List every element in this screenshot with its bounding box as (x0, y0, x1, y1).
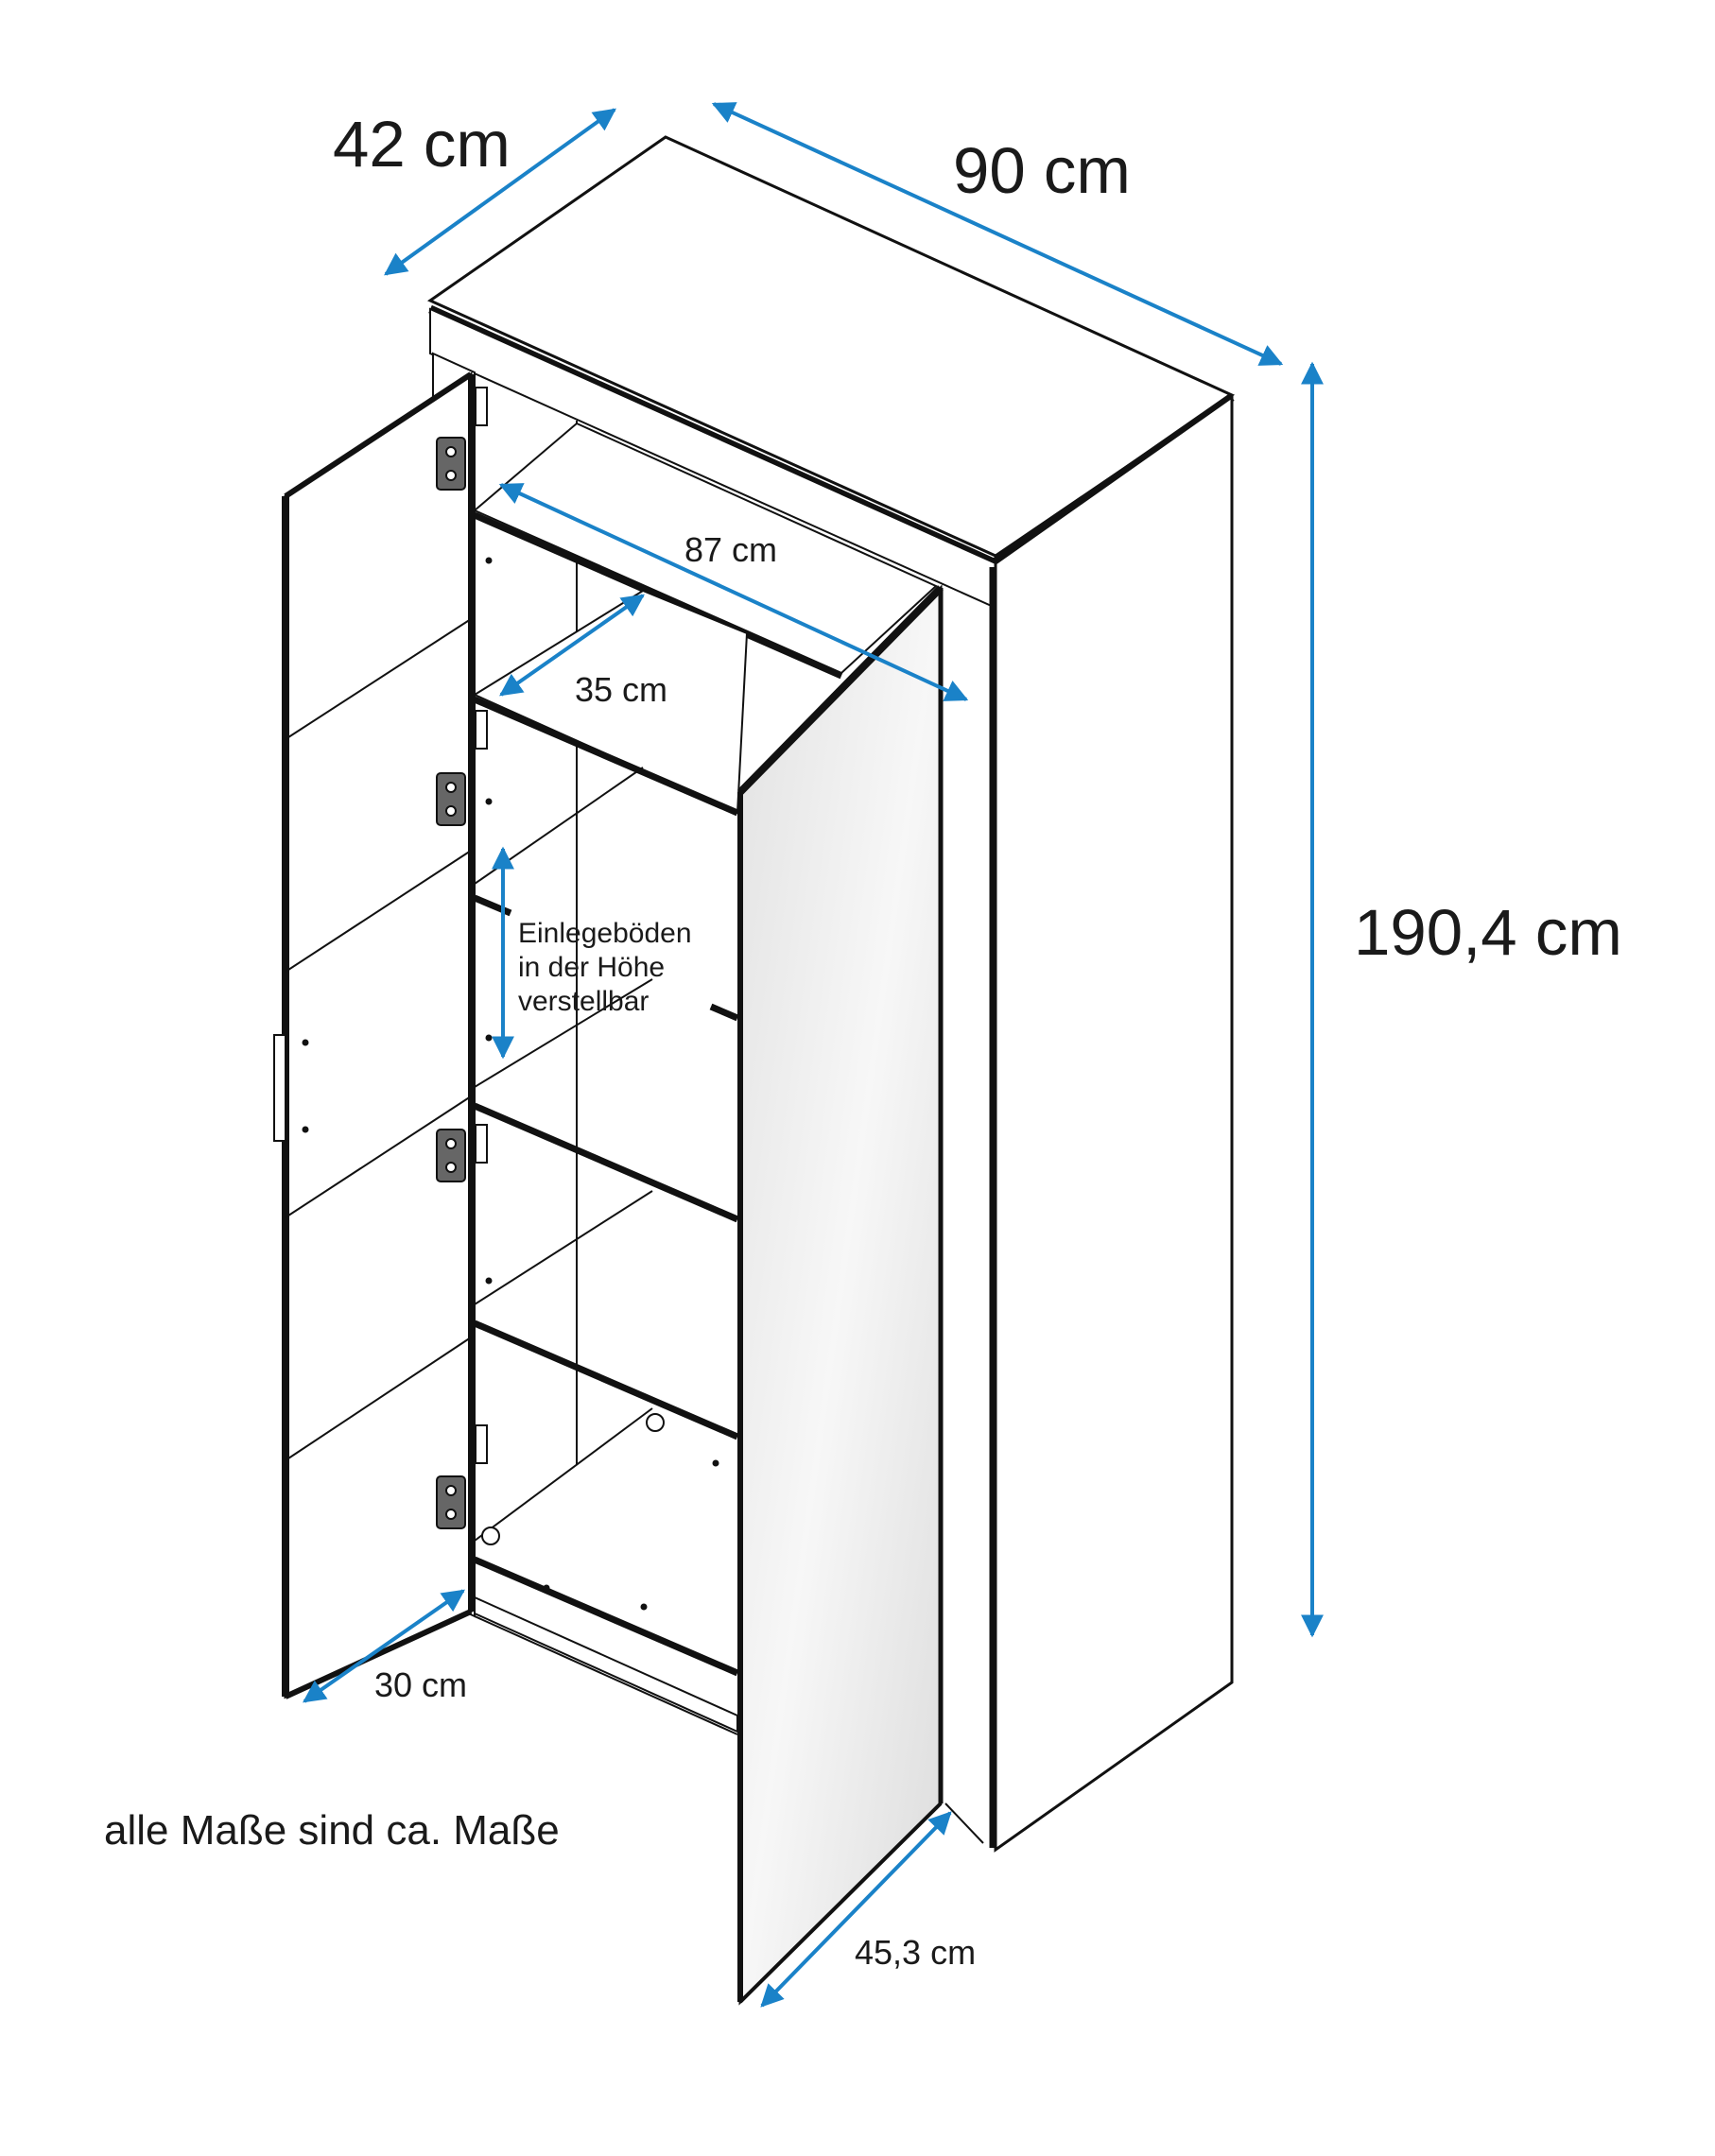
dimension-arrows (303, 102, 1324, 2008)
arrow-right-door (760, 1811, 952, 2008)
hinge-icon (436, 1424, 488, 1529)
mirror-panel (738, 584, 943, 2006)
hinge-icon (436, 1124, 488, 1182)
shelf-pin-holes (485, 557, 719, 1611)
arrow-width (711, 102, 1284, 366)
left-door (273, 371, 488, 1699)
arrow-shelf-depth (499, 594, 645, 697)
shelf-3 (473, 894, 512, 917)
door-handle (273, 1034, 286, 1142)
shelf-4 (473, 1102, 739, 1223)
label-inner-width: 87 cm (684, 530, 778, 569)
bottom-board (473, 1556, 739, 1677)
hinges (436, 387, 488, 1529)
shelf-note-line1: Einlegeböden (518, 918, 692, 949)
arrow-left-door (303, 1589, 465, 1703)
right-door (737, 584, 984, 2006)
hinge-icon (436, 387, 488, 491)
arrow-depth (384, 108, 616, 276)
shelf-note-line2: in der Höhe (518, 952, 666, 983)
label-left-door-depth: 30 cm (374, 1665, 468, 1704)
label-height: 190,4 cm (1354, 896, 1622, 969)
hinge-icon (436, 710, 488, 826)
cabinet-right-side (994, 394, 1234, 1853)
cabinet-screws (481, 1413, 665, 1545)
shelf-note: Einlegeböden in der Höhe verstellbar (518, 917, 692, 1019)
arrow-inner-width (498, 483, 969, 701)
label-right-door-width: 45,3 cm (855, 1933, 977, 1972)
shelf-note-line3: verstellbar (518, 986, 650, 1017)
label-width: 90 cm (953, 134, 1131, 207)
label-shelf-depth: 35 cm (575, 670, 668, 709)
label-depth: 42 cm (333, 108, 511, 181)
footnote: alle Maße sind ca. Maße (104, 1807, 560, 1854)
shelf-5 (473, 1319, 739, 1440)
